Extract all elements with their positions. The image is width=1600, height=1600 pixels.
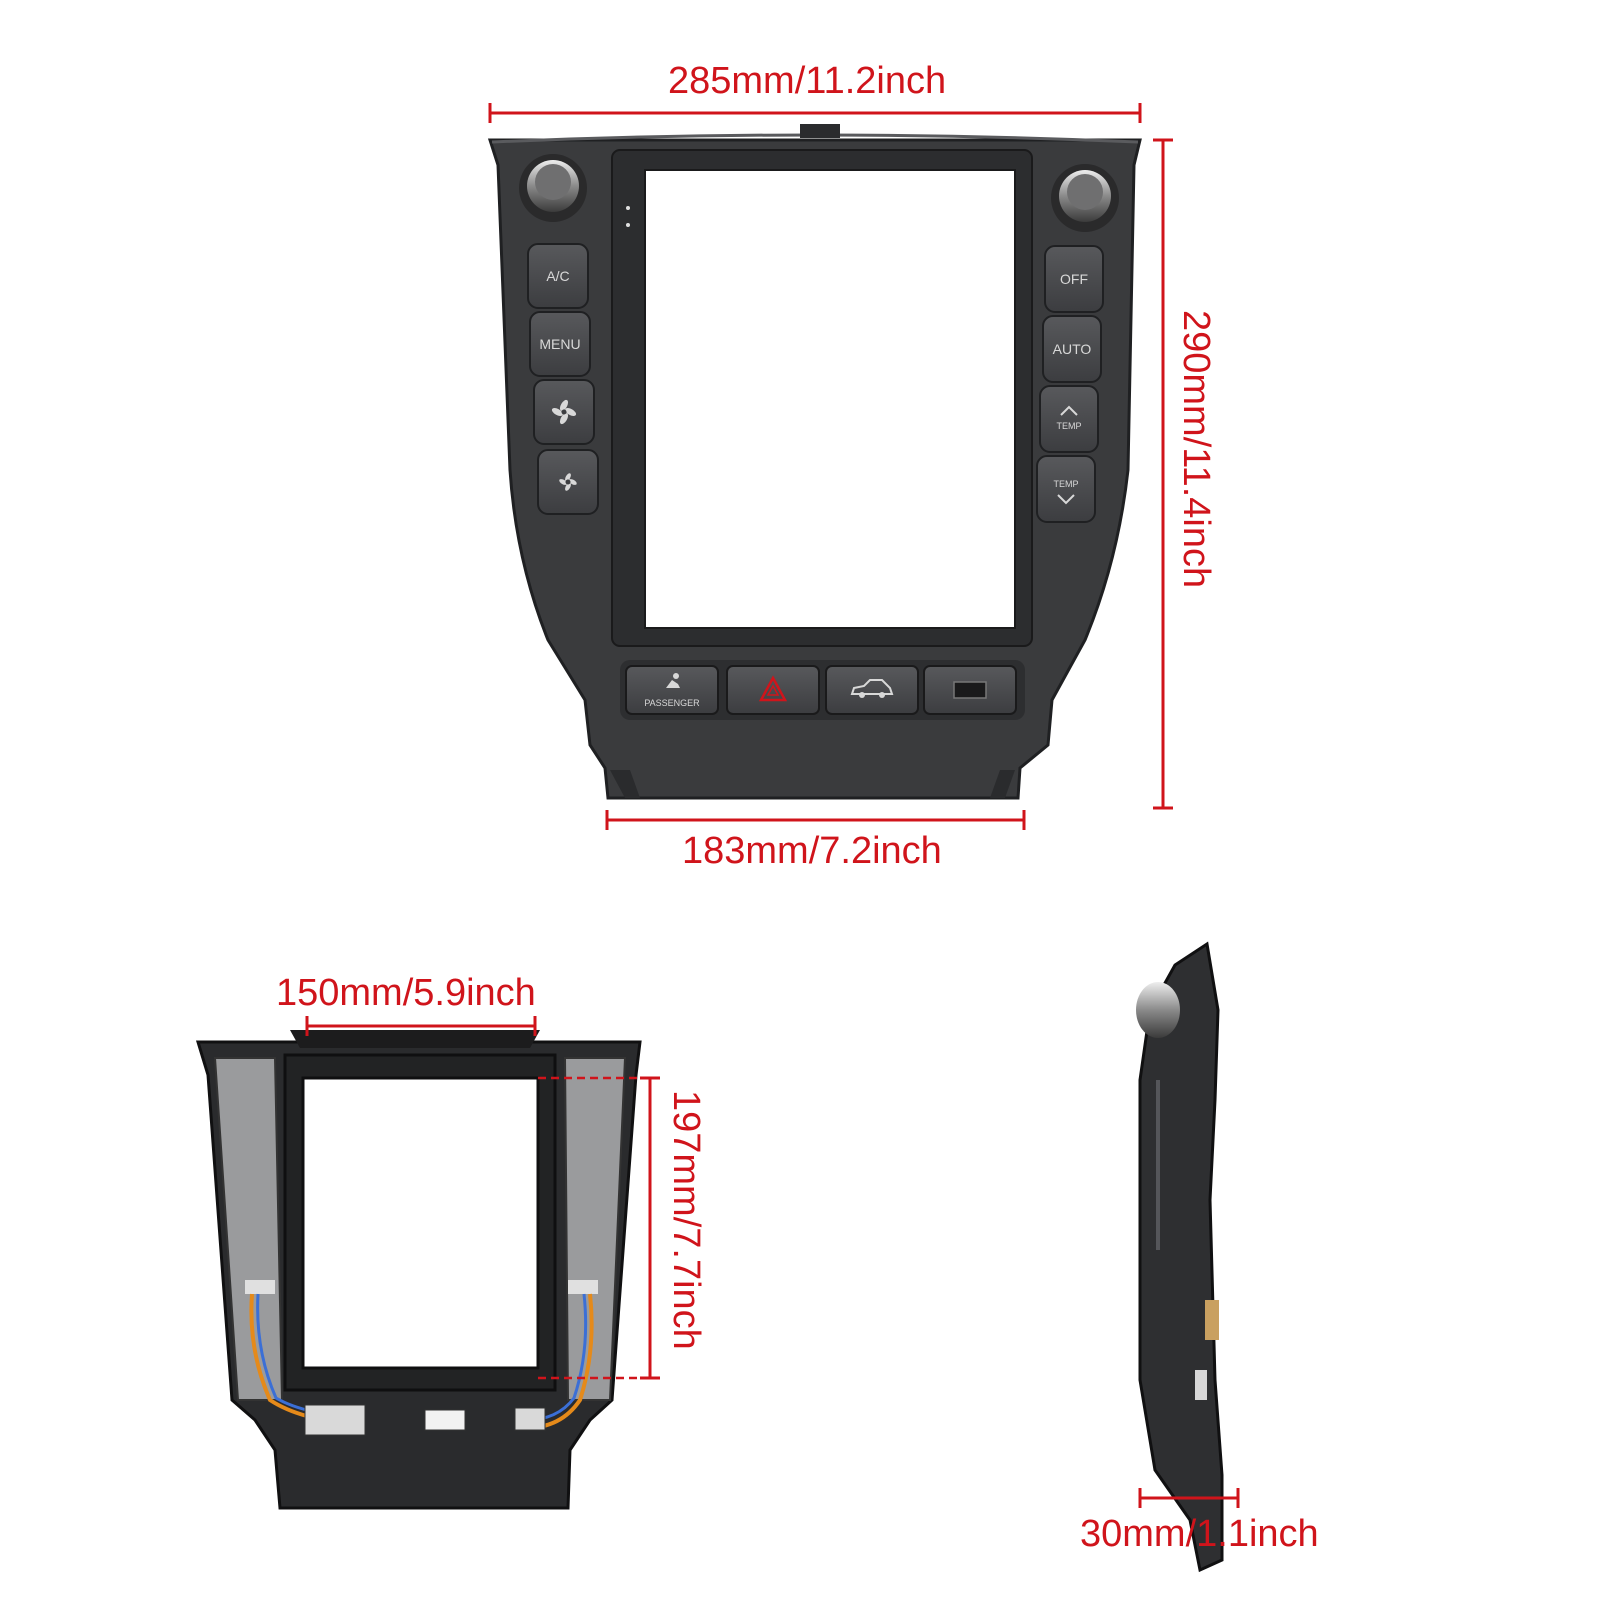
left-button-1[interactable]: A/C: [527, 243, 589, 309]
side-panel-profile: [1138, 941, 1224, 1573]
right-button-4-label: TEMP: [1053, 479, 1078, 489]
side-view: [1136, 941, 1224, 1573]
left-button-1-label: A/C: [546, 268, 569, 284]
bottom-button-row: PASSENGER: [625, 665, 1017, 715]
screen-width-label: 150mm/5.9inch: [276, 972, 536, 1014]
depth-label: 30mm/1.1inch: [1080, 1513, 1319, 1555]
bottom-button-1[interactable]: PASSENGER: [625, 665, 719, 715]
screen-opening: [644, 169, 1016, 629]
fan-low-icon: [559, 473, 577, 491]
back-screen-opening: [301, 1076, 540, 1370]
right-button-2-label: AUTO: [1053, 341, 1092, 357]
overall-width-label: 285mm/11.2inch: [668, 60, 947, 102]
bottom-button-1-label: PASSENGER: [644, 698, 700, 708]
right-button-3-label: TEMP: [1056, 421, 1081, 431]
right-button-1[interactable]: OFF: [1044, 245, 1104, 313]
switch-icon: [953, 681, 987, 699]
right-button-column: OFF AUTO TEMP TEMP: [1036, 245, 1104, 523]
bottom-button-2[interactable]: [726, 665, 820, 715]
car-icon: [850, 679, 894, 695]
bottom-width-label: 183mm/7.2inch: [682, 830, 942, 872]
passenger-airbag-icon: [666, 673, 680, 688]
bottom-button-3[interactable]: [825, 665, 919, 715]
back-view: [195, 1030, 650, 1510]
left-button-4[interactable]: [537, 449, 599, 515]
right-button-4[interactable]: TEMP: [1036, 455, 1096, 523]
temp-up-icon: [1060, 405, 1078, 416]
overall-height-label: 290mm/11.4inch: [1175, 310, 1217, 589]
right-knob[interactable]: [1051, 164, 1119, 232]
left-button-2[interactable]: MENU: [529, 311, 591, 377]
right-button-1-label: OFF: [1060, 271, 1088, 287]
left-button-3[interactable]: [533, 379, 595, 445]
left-button-2-label: MENU: [539, 336, 580, 352]
fan-high-icon: [551, 399, 577, 425]
front-view: A/C MENU OFF AUTO TEMP TEMP PASSENGER: [487, 124, 1142, 800]
screen-height-label: 197mm/7.7inch: [665, 1090, 707, 1350]
right-button-3[interactable]: TEMP: [1039, 385, 1099, 453]
hazard-triangle-icon: [758, 675, 788, 702]
left-button-column: A/C MENU: [527, 243, 599, 515]
right-button-2[interactable]: AUTO: [1042, 315, 1102, 383]
dimension-lines: [305, 103, 1240, 1508]
left-knob[interactable]: [519, 154, 587, 222]
side-knob: [1136, 982, 1180, 1038]
temp-down-icon: [1057, 494, 1075, 505]
bottom-button-4[interactable]: [923, 665, 1017, 715]
